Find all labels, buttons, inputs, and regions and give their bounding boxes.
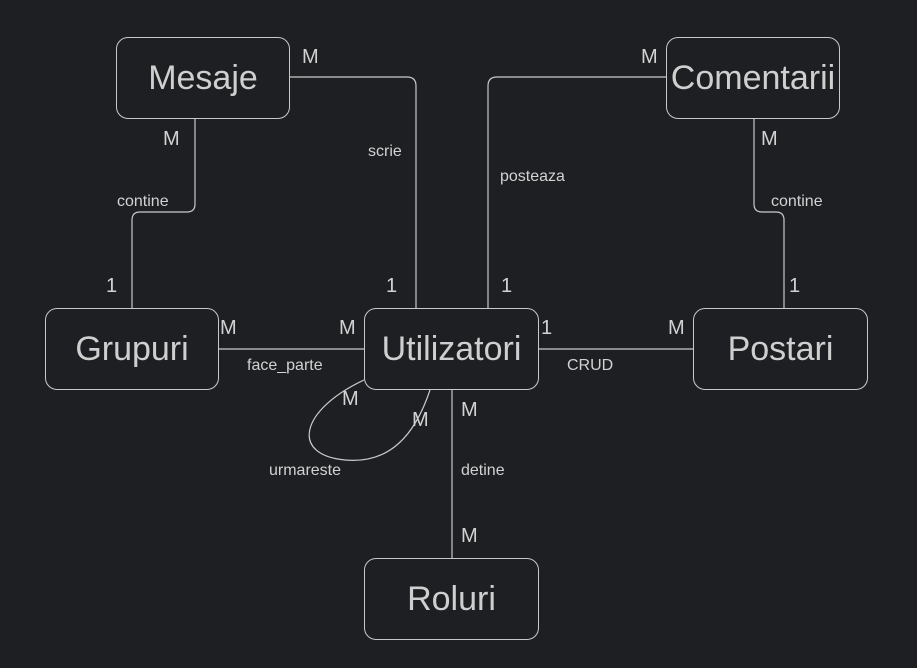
entity-mesaje[interactable]: Mesaje: [116, 37, 290, 119]
card-posteaza-utilizatori: 1: [501, 275, 513, 297]
entity-roluri[interactable]: Roluri: [364, 558, 539, 640]
label-contine-mesaje: contine: [117, 193, 169, 210]
card-detine-roluri: M: [461, 525, 478, 547]
label-contine-comentarii: contine: [771, 193, 823, 210]
label-scrie: scrie: [368, 143, 402, 160]
edge-contine-comentarii: [753, 118, 785, 308]
card-urmareste-b: M: [412, 409, 429, 431]
card-contine-mesaje-m: M: [163, 128, 180, 150]
label-urmareste: urmareste: [269, 462, 342, 479]
card-contine-comentarii-1: 1: [789, 275, 801, 297]
card-contine-mesaje-1: 1: [106, 275, 118, 297]
card-scrie-utilizatori: 1: [386, 275, 398, 297]
label-detine: detine: [461, 462, 505, 479]
card-posteaza-comentarii: M: [641, 46, 658, 68]
entity-postari[interactable]: Postari: [693, 308, 868, 390]
card-contine-comentarii-m: M: [761, 128, 778, 150]
edge-contine-mesaje: [131, 118, 196, 308]
edge-scrie: [290, 76, 417, 308]
card-face-parte-grupuri: M: [220, 317, 237, 339]
label-crud: CRUD: [567, 357, 614, 374]
entity-comentarii[interactable]: Comentarii: [666, 37, 840, 119]
card-crud-postari: M: [668, 317, 685, 339]
card-crud-utilizatori: 1: [541, 317, 553, 339]
edge-urmareste-loop: [308, 379, 431, 461]
label-face-parte: face_parte: [247, 357, 323, 374]
card-urmareste-a: M: [342, 388, 359, 410]
entity-grupuri[interactable]: Grupuri: [45, 308, 219, 390]
label-posteaza: posteaza: [500, 168, 565, 185]
entity-utilizatori[interactable]: Utilizatori: [364, 308, 539, 390]
card-detine-utilizatori: M: [461, 399, 478, 421]
card-scrie-mesaje: M: [302, 46, 319, 68]
card-face-parte-utilizatori: M: [339, 317, 356, 339]
edge-posteaza: [487, 76, 666, 308]
